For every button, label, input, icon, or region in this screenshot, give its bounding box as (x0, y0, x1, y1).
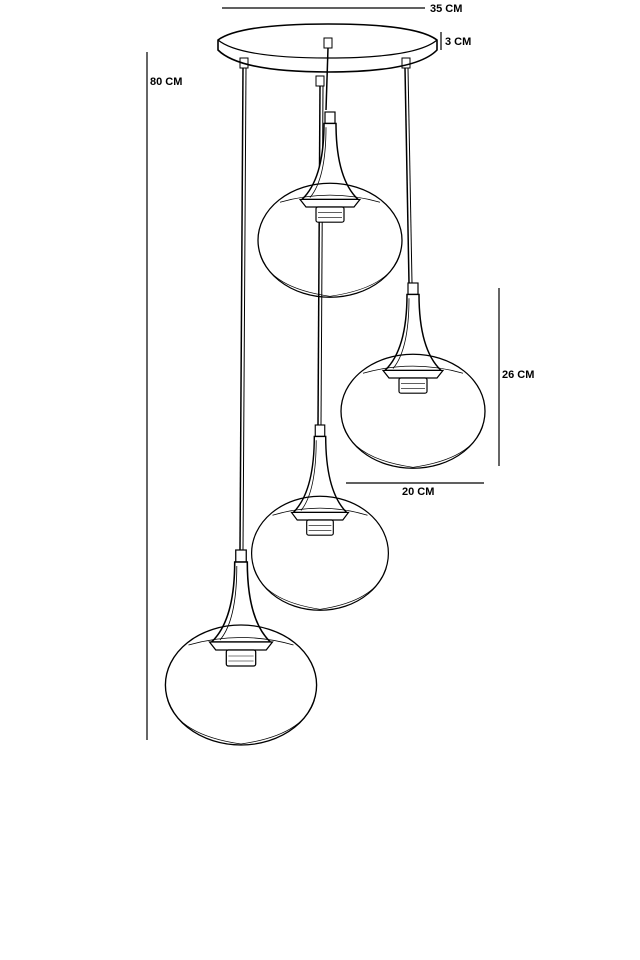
dimension-shade-height: 26 CM (498, 288, 534, 466)
dimension-shade-width: 20 CM (346, 482, 484, 498)
pendant-shade-top (257, 111, 403, 298)
dimension-label-canopy-diameter: 35 CM (430, 3, 462, 15)
pendant-shade-bottom (164, 549, 318, 746)
dimension-label-shade-height: 26 CM (502, 369, 534, 381)
dimension-canopy-height: 3 CM (440, 32, 471, 50)
pendant-shade-right (340, 282, 486, 469)
dimension-label-total-drop: 80 CM (150, 76, 182, 88)
pendant-shade-middle (250, 424, 390, 611)
dimension-canopy-diameter: 35 CM (222, 3, 462, 15)
dimension-total-drop: 80 CM (146, 52, 182, 740)
dimension-label-shade-width: 20 CM (402, 486, 434, 498)
dimension-label-canopy-height: 3 CM (445, 36, 471, 48)
suspension-cables (239, 47, 413, 551)
